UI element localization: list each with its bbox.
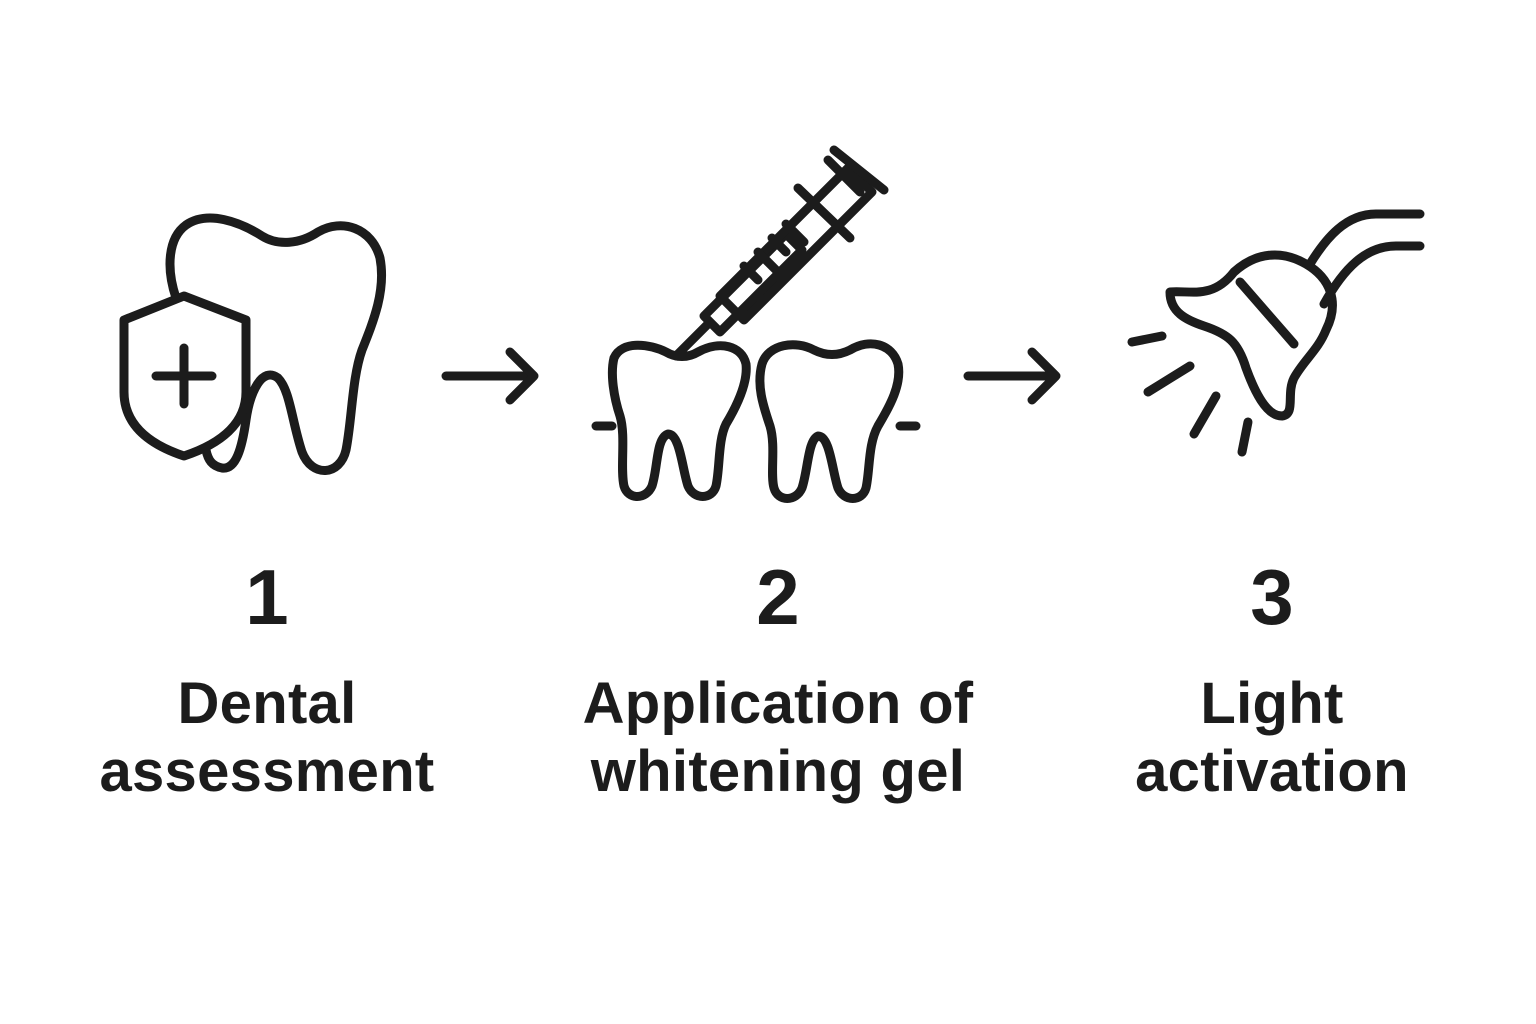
step-label: Dental assessment: [27, 670, 507, 806]
step-label-line: activation: [1135, 739, 1409, 804]
step-label-line: Light: [1200, 671, 1344, 736]
lamp-head: [1165, 250, 1337, 421]
tooth-left: [607, 340, 751, 501]
arrow-right-icon: [441, 347, 539, 405]
syringe: [671, 145, 889, 361]
tooth-right: [755, 339, 904, 503]
step-label: Application of whitening gel: [538, 670, 1018, 806]
step-label-line: Dental: [177, 671, 357, 736]
shield-outline: [119, 291, 251, 461]
step-number: 3: [1250, 553, 1294, 641]
step-number: 2: [756, 553, 800, 641]
step-2: 2 Application of whitening gel: [538, 558, 1018, 806]
lamp-hose-bottom: [1319, 241, 1425, 309]
lamp-band: [1235, 277, 1299, 349]
step-1: 1 Dental assessment: [27, 558, 507, 806]
syringe-on-teeth-icon: [591, 145, 921, 503]
arrow-right-icon: [963, 347, 1061, 405]
tooth-with-shield-cross-icon: [119, 213, 387, 475]
light-rays: [1127, 331, 1253, 457]
step-number: 1: [245, 553, 289, 641]
step-label-line: Application of: [582, 671, 974, 736]
step-label-line: whitening gel: [590, 739, 966, 804]
tooth-outline: [165, 213, 387, 475]
step-3: 3 Light activation: [1032, 558, 1512, 806]
step-label: Light activation: [1032, 670, 1512, 806]
lamp-hose-top: [1305, 209, 1425, 269]
curing-light-lamp-icon: [1127, 209, 1425, 457]
step-label-line: assessment: [99, 739, 435, 804]
